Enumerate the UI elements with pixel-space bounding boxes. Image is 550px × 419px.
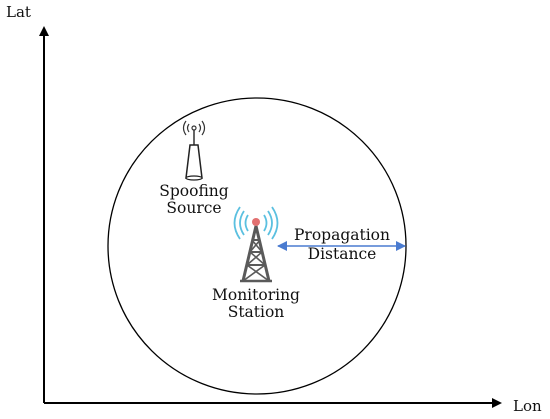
monitoring-station-line1: Monitoring xyxy=(212,286,300,304)
monitoring-station-label: Monitoring Station xyxy=(200,286,312,322)
propagation-distance-line2: Distance xyxy=(307,245,377,264)
y-axis-label: Lat xyxy=(6,3,31,21)
spoofing-source-line2: Source xyxy=(166,199,222,218)
tower-icon xyxy=(233,206,279,283)
coverage-circle xyxy=(107,97,407,395)
spoofing-source-line1: Spoofing xyxy=(159,182,229,200)
x-axis-label: Lon xyxy=(513,397,542,415)
spoofing-antenna-icon xyxy=(182,120,206,181)
propagation-distance-label: Propagation Distance xyxy=(282,226,402,264)
propagation-distance-line1: Propagation xyxy=(294,226,390,244)
monitoring-station-line2: Station xyxy=(227,303,285,322)
spoofing-source-label: Spoofing Source xyxy=(148,182,240,218)
